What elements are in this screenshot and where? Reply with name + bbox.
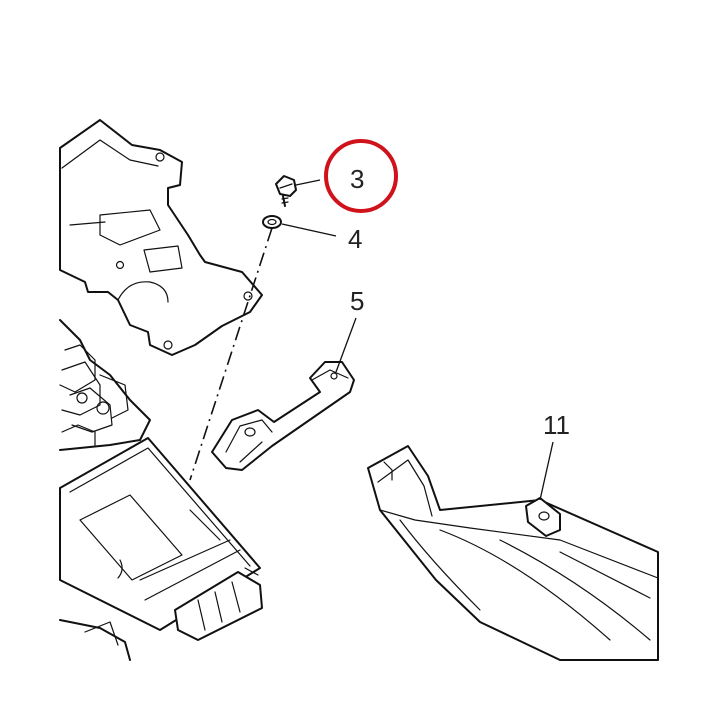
control-unit <box>59 437 263 661</box>
leader-5 <box>335 317 357 373</box>
fuse-box-assembly <box>59 319 151 451</box>
leader-11 <box>539 441 554 501</box>
strap-bracket <box>211 361 355 471</box>
cover-panel <box>367 445 659 661</box>
highlight-circle <box>324 139 398 213</box>
mounting-bracket <box>59 119 263 356</box>
callout-11[interactable]: 11 <box>543 410 570 440</box>
washer <box>262 215 282 229</box>
callout-5[interactable]: 5 <box>350 286 364 316</box>
leader-4 <box>281 223 337 237</box>
callout-4[interactable]: 4 <box>348 224 362 254</box>
leader-3 <box>295 179 321 186</box>
screw <box>275 175 297 207</box>
assembly-centerline <box>189 227 273 481</box>
callout-3[interactable]: 3 <box>350 164 364 194</box>
